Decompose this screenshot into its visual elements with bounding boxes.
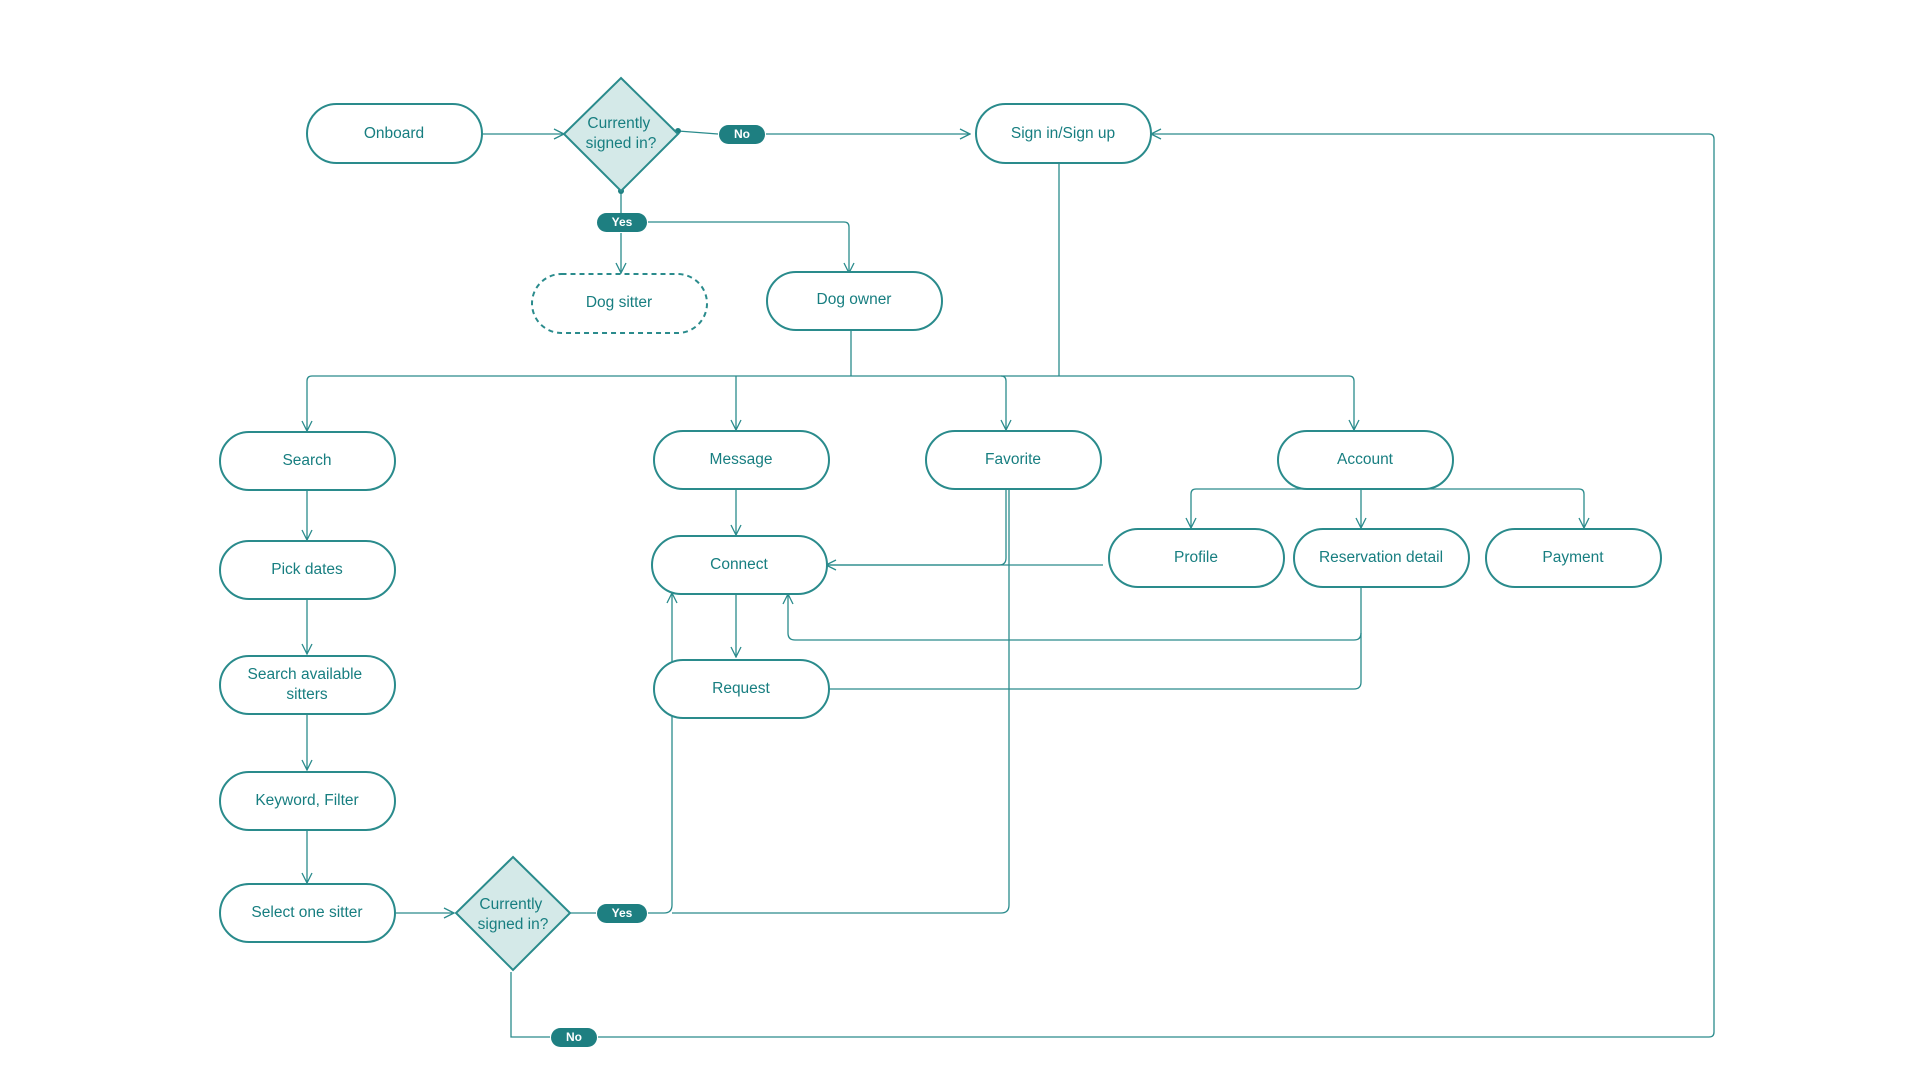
- node-label: Account: [1337, 451, 1394, 468]
- node-select-one-sitter[interactable]: Select one sitter: [219, 883, 396, 943]
- node-reservation-detail[interactable]: Reservation detail: [1293, 528, 1470, 588]
- node-label: Dog sitter: [586, 294, 652, 311]
- node-pick-dates[interactable]: Pick dates: [219, 540, 396, 600]
- node-connect[interactable]: Connect: [651, 535, 828, 595]
- edge-account-to-profile: [1191, 488, 1196, 528]
- edge-reservation-to-request: [825, 633, 1362, 690]
- node-label: Pick dates: [271, 561, 343, 578]
- node-label: Onboard: [364, 125, 424, 142]
- pill-yes-top: Yes: [597, 213, 647, 232]
- edge-favorite-to-connect: [826, 489, 1007, 566]
- edge-account-to-payment: [1579, 488, 1584, 528]
- node-label: Request: [712, 680, 770, 697]
- decision-signed-in-bottom[interactable]: Currently signed in?: [454, 855, 572, 972]
- node-keyword-filter[interactable]: Keyword, Filter: [219, 771, 396, 831]
- node-label: Sign in/Sign up: [1011, 125, 1115, 142]
- decision-label: Currently signed in?: [586, 115, 657, 152]
- node-label: Dog owner: [817, 291, 892, 308]
- pill-label: Yes: [612, 215, 633, 229]
- pill-label: No: [734, 127, 750, 141]
- node-label: Connect: [710, 556, 768, 573]
- node-onboard[interactable]: Onboard: [306, 103, 483, 164]
- node-label: Keyword, Filter: [255, 792, 358, 809]
- node-label: Payment: [1542, 549, 1604, 566]
- node-message[interactable]: Message: [653, 430, 830, 490]
- decision-label-line1: Currently: [587, 115, 650, 132]
- node-profile[interactable]: Profile: [1108, 528, 1285, 588]
- node-label: Favorite: [985, 451, 1041, 468]
- pill-label: No: [566, 1030, 582, 1044]
- decision-label-line1: Currently: [479, 896, 542, 913]
- node-label-line2: sitters: [286, 686, 328, 703]
- edge-yes-to-favorite: [672, 489, 1010, 914]
- node-label: Search: [282, 452, 331, 469]
- node-search[interactable]: Search: [219, 431, 396, 491]
- node-sign-in-sign-up[interactable]: Sign in/Sign up: [975, 103, 1152, 164]
- node-dog-owner[interactable]: Dog owner: [766, 271, 943, 331]
- node-favorite[interactable]: Favorite: [925, 430, 1102, 490]
- node-search-available-sitters[interactable]: Search available sitters: [219, 655, 396, 715]
- decision-label-line2: signed in?: [478, 916, 549, 933]
- node-label: Reservation detail: [1319, 549, 1443, 566]
- decision-signed-in-top[interactable]: Currently signed in?: [562, 76, 680, 193]
- decision-label: Currently signed in?: [478, 896, 549, 933]
- edge-yes-to-dog-owner: [648, 221, 849, 273]
- node-label: Profile: [1174, 549, 1218, 566]
- node-label: Search available sitters: [248, 666, 367, 703]
- node-request[interactable]: Request: [653, 659, 830, 719]
- node-label: Select one sitter: [251, 904, 362, 921]
- pill-label: Yes: [612, 906, 633, 920]
- node-account[interactable]: Account: [1277, 430, 1454, 490]
- pill-yes-bottom: Yes: [597, 904, 647, 923]
- node-dog-sitter[interactable]: Dog sitter: [531, 273, 708, 334]
- edge-no-to-signin-loop: [598, 134, 1715, 1038]
- pill-no-top: No: [719, 125, 765, 144]
- edge-bus-to-account: [1349, 375, 1354, 430]
- edge-decision-no-to-signin: [677, 130, 719, 135]
- edge-bus-to-favorite: [1001, 375, 1006, 430]
- node-payment[interactable]: Payment: [1485, 528, 1662, 588]
- edge-yes-to-connect: [648, 593, 672, 914]
- decision-label-line2: signed in?: [586, 135, 657, 152]
- connectors: [307, 130, 1715, 1038]
- edge-bus-to-search: [307, 375, 312, 431]
- pill-no-bottom: No: [551, 1028, 597, 1047]
- node-label-line1: Search available: [248, 666, 363, 683]
- edge-decision2-to-no: [510, 972, 550, 1038]
- node-label: Message: [710, 451, 773, 468]
- edge-reservation-to-connect: [788, 587, 1362, 641]
